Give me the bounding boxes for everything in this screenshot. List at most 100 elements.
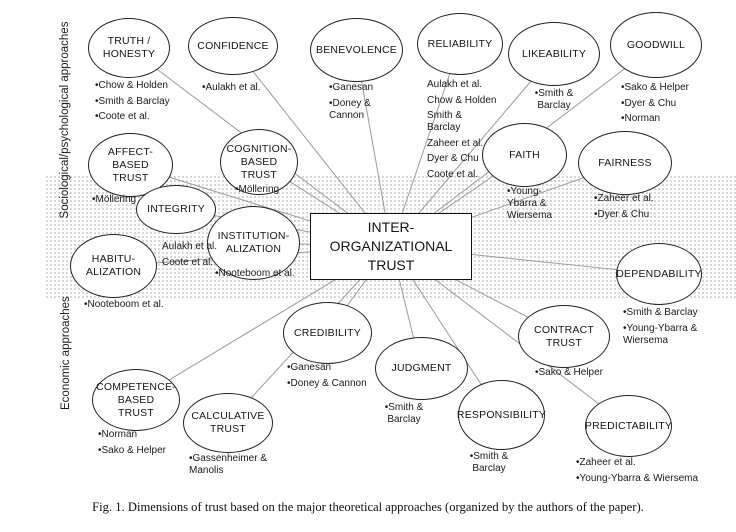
center-box-label: INTER- ORGANIZATIONAL TRUST (329, 219, 453, 273)
node-label: LIKEABILITY (521, 47, 587, 60)
citation: •Sako & Helper (535, 367, 603, 378)
citations-dependability: •Smith & Barclay •Young-Ybarra & Wiersem… (623, 307, 698, 347)
citations-confidence: •Aulakh et al. (202, 82, 261, 94)
citation: •Doney & Cannon (329, 97, 371, 121)
node-label: DEPENDABILITY (616, 267, 702, 280)
node-label: BENEVOLENCE (316, 43, 397, 56)
node-institutionalization: INSTITUTION- ALIZATION (207, 206, 300, 280)
citation: •Dyer & Chu (621, 97, 677, 109)
citations-affect-based-trust: •Möllering (92, 194, 136, 206)
citations-responsibility: •Smith & Barclay (457, 451, 521, 475)
citations-cognition-based-trust: •Möllering (235, 184, 279, 196)
node-label: AFFECT- BASED TRUST (107, 145, 154, 184)
citation: Aulakh et al. (427, 79, 483, 90)
citations-reliability: Aulakh et al. Chow & Holden Smith & Barc… (427, 79, 496, 181)
citation: •Aulakh et al. (202, 82, 261, 93)
citation: Aulakh et al. (162, 241, 218, 252)
node-label: RELIABILITY (427, 37, 493, 50)
citations-faith: •Young- Ybarra & Wiersema (507, 186, 552, 222)
citation: Coote et al. (427, 168, 479, 180)
citation: •Ganesan (329, 82, 374, 93)
node-calculative-trust: CALCULATIVE TRUST (183, 393, 273, 453)
node-dependability: DEPENDABILITY (616, 243, 702, 305)
citation: •Smith & Barclay (534, 88, 574, 111)
node-reliability: RELIABILITY (417, 13, 503, 75)
node-competence-based-trust: COMPETENCE- BASED TRUST (92, 369, 180, 431)
citation: •Ganesan (287, 362, 332, 373)
citations-calculative-trust: •Gassenheimer & Manolis (189, 453, 267, 477)
node-likeability: LIKEABILITY (508, 22, 600, 86)
node-cognition-based-trust: COGNITION- BASED TRUST (220, 129, 298, 195)
citations-contract-trust: •Sako & Helper (535, 367, 603, 379)
node-label: INTEGRITY (147, 203, 205, 215)
node-integrity: INTEGRITY (136, 185, 216, 234)
node-label: PREDICTABILITY (584, 419, 673, 432)
citations-institutionalization: •Nooteboom et al. (215, 268, 295, 280)
node-label: CONFIDENCE (197, 39, 269, 52)
node-label: CONTRACT TRUST (534, 323, 594, 349)
node-label: GOODWILL (626, 38, 686, 51)
citation: Zaheer et al. (427, 137, 484, 149)
node-label: INSTITUTION- ALIZATION (217, 230, 290, 255)
node-benevolence: BENEVOLENCE (310, 18, 403, 82)
group-label-sociological-psychological: Sociological/psychological approaches (59, 21, 71, 219)
citation: •Doney & Cannon (287, 377, 367, 389)
node-label: COMPETENCE- BASED TRUST (96, 380, 176, 419)
citation: •Nooteboom et al. (215, 268, 295, 279)
citation: •Sako & Helper (98, 444, 166, 456)
citation: •Young- Ybarra & Wiersema (507, 186, 553, 221)
citation: Smith & Barclay (427, 110, 463, 133)
node-label: CREDIBILITY (294, 326, 361, 339)
node-faith: FAITH (482, 123, 567, 187)
connector-line (390, 43, 461, 247)
citation: •Sako & Helper (621, 82, 689, 93)
citation: •Gassenheimer & Manolis (189, 453, 267, 476)
node-label: FAITH (509, 148, 540, 161)
citations-habitualization: •Nooteboom et al. (84, 299, 164, 311)
node-label: JUDGMENT (391, 362, 452, 374)
node-contract-trust: CONTRACT TRUST (518, 305, 610, 368)
connector-line (232, 45, 392, 247)
citations-integrity: Aulakh et al. Coote et al. (162, 241, 217, 269)
citation: •Möllering (235, 184, 280, 195)
citation: •Dyer & Chu (594, 208, 650, 220)
node-judgment: JUDGMENT (375, 337, 468, 400)
node-habitualization: HABITU- ALIZATION (70, 234, 157, 298)
center-box-inter-organizational-trust: INTER- ORGANIZATIONAL TRUST (310, 213, 472, 280)
citation: •Möllering (92, 194, 137, 205)
node-predictability: PREDICTABILITY (585, 395, 672, 457)
citation: •Smith & Barclay (623, 307, 698, 318)
citations-judgment: •Smith & Barclay (372, 402, 436, 426)
figure-caption: Fig. 1. Dimensions of trust based on the… (92, 500, 644, 514)
citation: •Coote et al. (95, 111, 150, 122)
citations-credibility: •Ganesan •Doney & Cannon (287, 362, 367, 390)
citation: •Smith & Barclay (384, 402, 424, 425)
citations-benevolence: •Ganesan •Doney & Cannon (329, 82, 373, 122)
citation: •Smith & Barclay (469, 451, 509, 474)
citation: •Young-Ybarra & Wiersema (576, 472, 699, 484)
citation: •Young-Ybarra & Wiersema (623, 322, 698, 346)
node-confidence: CONFIDENCE (188, 17, 278, 75)
citations-likeability: •Smith & Barclay (522, 88, 586, 112)
node-goodwill: GOODWILL (610, 12, 702, 78)
citation: Coote et al. (162, 256, 214, 268)
node-responsibility: RESPONSIBILITY (456, 380, 547, 450)
citation: •Smith & Barclay (95, 95, 170, 107)
citations-competence-based-trust: •Norman •Sako & Helper (98, 429, 166, 457)
group-label-economic: Economic approaches (60, 296, 72, 410)
citation: •Norman (98, 429, 138, 440)
citation: Dyer & Chu (427, 153, 479, 164)
citation: •Zaheer et al. (594, 193, 654, 204)
citations-goodwill: •Sako & Helper •Dyer & Chu •Norman (621, 82, 689, 125)
node-fairness: FAIRNESS (578, 131, 672, 195)
node-label: CALCULATIVE TRUST (191, 410, 265, 435)
citation: •Chow & Holden (95, 80, 168, 91)
citation: •Zaheer et al. (576, 457, 636, 468)
citations-truth-honesty: •Chow & Holden •Smith & Barclay •Coote e… (95, 80, 170, 123)
node-label: FAIRNESS (598, 156, 652, 169)
node-label: TRUTH / HONESTY (102, 35, 156, 60)
node-label: RESPONSIBILITY (456, 408, 547, 421)
citation: •Nooteboom et al. (84, 299, 164, 310)
node-truth-honesty: TRUTH / HONESTY (88, 18, 170, 78)
